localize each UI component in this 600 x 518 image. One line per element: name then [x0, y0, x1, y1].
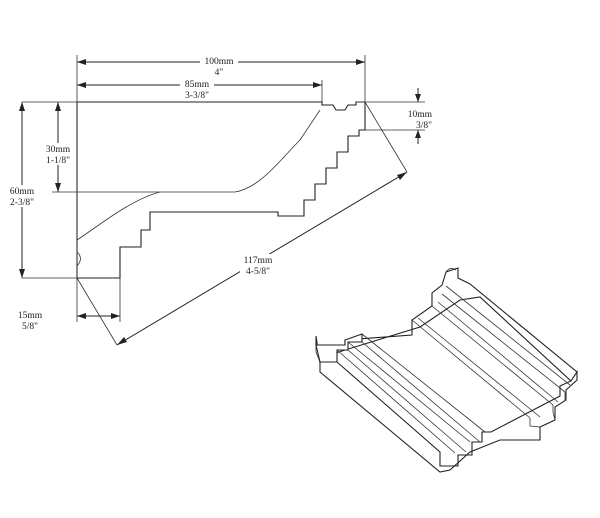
diagonal-metric: 117mm	[244, 256, 273, 266]
width-total-metric: 100mm	[204, 57, 234, 67]
moulding-3d-view	[315, 267, 578, 473]
total-height-metric: 60mm	[10, 187, 35, 197]
width-total-imperial: 4"	[215, 68, 224, 78]
diagonal-imperial: 4-5/8"	[246, 267, 270, 277]
width-profile-imperial: 3-3/8"	[185, 91, 209, 101]
moulding-profile	[52, 101, 366, 279]
bottom-step-imperial: 5/8"	[22, 322, 38, 332]
dimension-labels: 100mm 4" 85mm 3-3/8" 10mm 3/8" 30mm 1-1/…	[5, 54, 433, 332]
bottom-step-metric: 15mm	[18, 311, 43, 321]
width-profile-metric: 85mm	[185, 80, 210, 90]
upper-height-metric: 30mm	[46, 145, 71, 155]
top-step-imperial: 3/8"	[416, 121, 432, 131]
top-step-metric: 10mm	[408, 110, 433, 120]
total-height-imperial: 2-3/8"	[10, 198, 34, 208]
upper-height-imperial: 1-1/8"	[46, 156, 70, 166]
